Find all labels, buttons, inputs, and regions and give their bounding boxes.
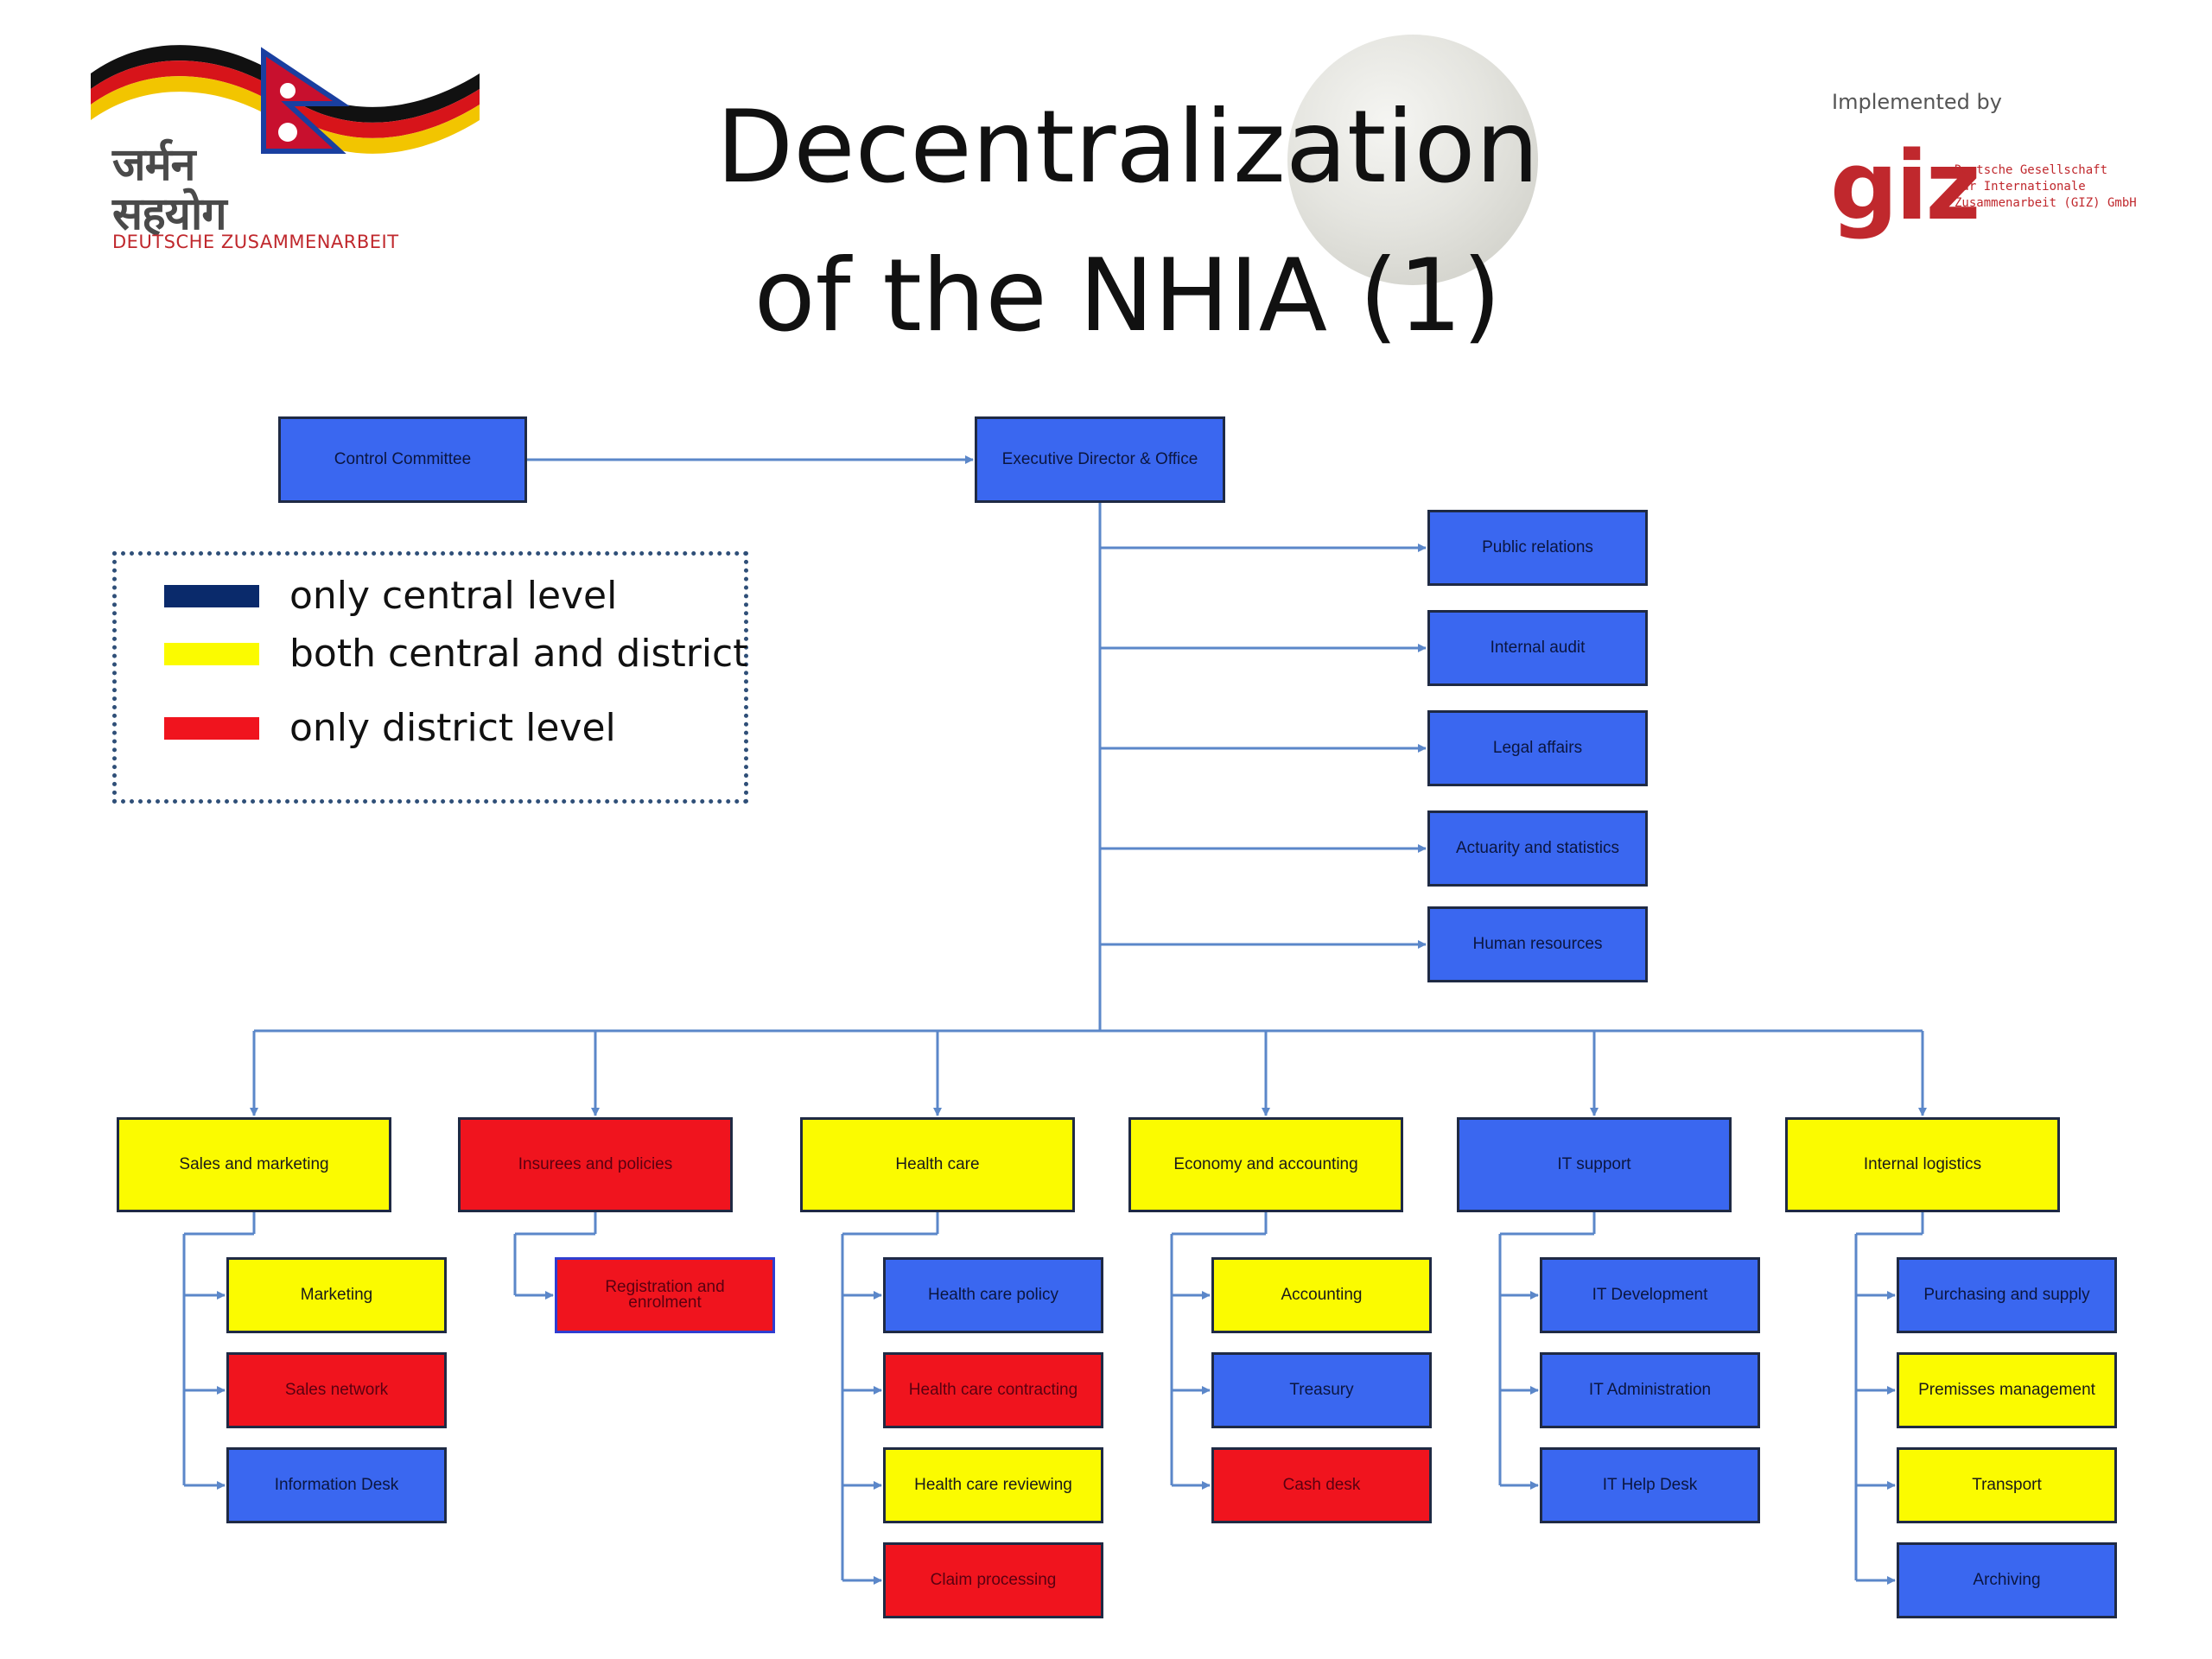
control-committee-box: Control Committee <box>278 416 527 503</box>
deutsche-zusammenarbeit-caption: DEUTSCHE ZUSAMMENARBEIT <box>112 232 399 252</box>
department-box-internal-logistics: Internal logistics <box>1785 1117 2060 1212</box>
staff-unit-box: Human resources <box>1427 906 1648 982</box>
legend-label: only central level <box>289 574 618 618</box>
unit-box: Health care policy <box>883 1257 1103 1333</box>
department-box-it-support: IT support <box>1457 1117 1732 1212</box>
department-box-health-care: Health care <box>800 1117 1075 1212</box>
globe-decoration <box>1287 35 1538 285</box>
staff-unit-box: Public relations <box>1427 510 1648 586</box>
legend-label: only district level <box>289 706 616 750</box>
unit-box: Premisses management <box>1897 1352 2117 1428</box>
unit-box: Archiving <box>1897 1542 2117 1618</box>
unit-box: IT Administration <box>1540 1352 1760 1428</box>
hindi-line-1: जर्मन <box>112 138 196 191</box>
staff-unit-box: Legal affairs <box>1427 710 1648 786</box>
title-line-1: Decentralization <box>715 89 1540 206</box>
unit-box: Treasury <box>1211 1352 1432 1428</box>
executive-director-box: Executive Director & Office <box>975 416 1225 503</box>
implemented-by-label: Implemented by <box>1832 90 2002 114</box>
legend-swatch <box>164 717 259 740</box>
unit-box: Information Desk <box>226 1447 447 1523</box>
legend-swatch <box>164 585 259 607</box>
legend: only central level both central and dist… <box>112 551 748 804</box>
department-box-insurees-and-policies: Insurees and policies <box>458 1117 733 1212</box>
page-title: Decentralization of the NHIA (1) <box>518 73 1737 371</box>
unit-box: Health care contracting <box>883 1352 1103 1428</box>
staff-unit-box: Internal audit <box>1427 610 1648 686</box>
legend-label: both central and district <box>289 632 748 676</box>
unit-box: Transport <box>1897 1447 2117 1523</box>
unit-box: Marketing <box>226 1257 447 1333</box>
title-line-2: of the NHIA (1) <box>753 238 1502 354</box>
giz-logo: Implemented by giz Deutsche Gesellschaft… <box>1823 86 2186 259</box>
unit-box: Purchasing and supply <box>1897 1257 2117 1333</box>
hindi-line-2: सहयोग <box>112 188 227 240</box>
giz-wordmark: giz <box>1830 130 1980 241</box>
unit-box: Health care reviewing <box>883 1447 1103 1523</box>
department-box-sales-and-marketing: Sales and marketing <box>117 1117 391 1212</box>
department-box-economy-and-accounting: Economy and accounting <box>1128 1117 1403 1212</box>
unit-box: Claim processing <box>883 1542 1103 1618</box>
unit-box: IT Help Desk <box>1540 1447 1760 1523</box>
unit-box: Accounting <box>1211 1257 1432 1333</box>
unit-box: IT Development <box>1540 1257 1760 1333</box>
legend-swatch <box>164 643 259 665</box>
giz-org-name: Deutsche Gesellschaft für Internationale… <box>1955 163 2137 210</box>
german-cooperation-logo: जर्मन सहयोग DEUTSCHE ZUSAMMENARBEIT <box>82 22 497 272</box>
flag-ribbon-icon <box>91 45 480 154</box>
unit-box: Registration and enrolment <box>555 1257 775 1333</box>
unit-box: Cash desk <box>1211 1447 1432 1523</box>
staff-unit-box: Actuarity and statistics <box>1427 810 1648 887</box>
unit-box: Sales network <box>226 1352 447 1428</box>
